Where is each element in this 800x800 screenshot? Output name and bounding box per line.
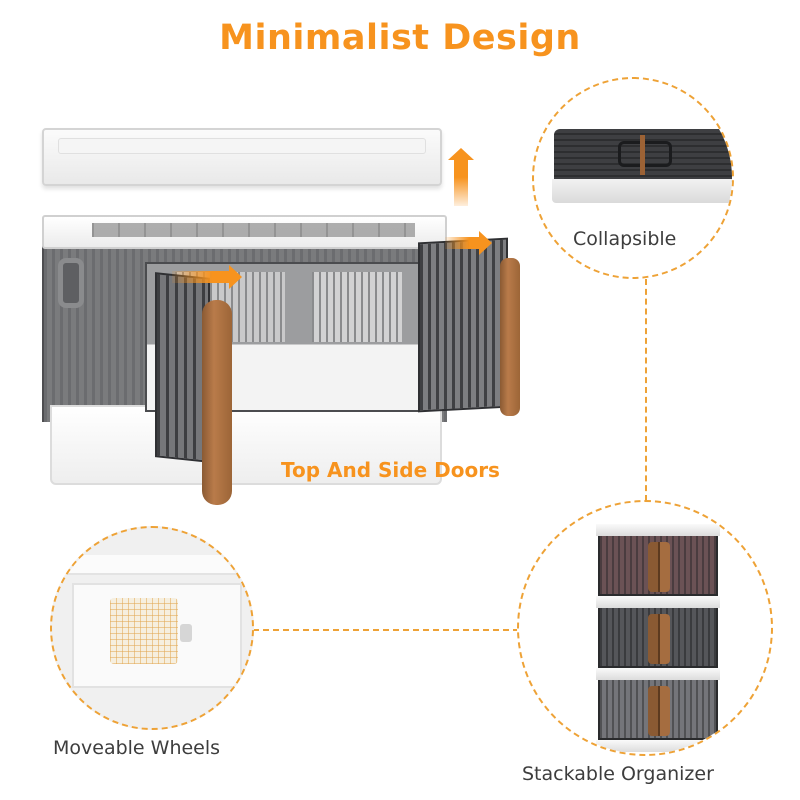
collapsible-label: Collapsible	[573, 228, 677, 250]
wheel-closeup-image	[110, 598, 178, 664]
stack-lid	[596, 524, 720, 536]
collapsed-box-base	[552, 179, 732, 203]
door-handle	[648, 614, 670, 664]
stackable-feature-circle	[517, 500, 773, 756]
moveable-wheels-label: Moveable Wheels	[53, 737, 221, 759]
top-and-side-doors-caption: Top And Side Doors	[281, 458, 500, 482]
storage-box-lid	[42, 128, 442, 186]
dashed-connector-horizontal	[253, 629, 519, 631]
storage-box-rim	[42, 215, 447, 249]
door-handle	[648, 542, 670, 592]
collapsed-box-image	[552, 129, 732, 203]
right-door-hinge	[500, 258, 520, 416]
stacked-boxes-image	[596, 524, 720, 752]
stacked-box-top	[598, 534, 718, 596]
stacked-box-middle	[598, 606, 718, 668]
side-handle	[58, 258, 84, 308]
lid-lift-arrow-up-icon	[448, 148, 474, 206]
stack-separator	[596, 668, 720, 680]
main-product-illustration: Top And Side Doors	[0, 0, 540, 520]
collapsible-feature-circle	[532, 77, 734, 279]
wheels-feature-circle	[50, 526, 254, 730]
collapsed-box-top	[554, 129, 732, 183]
right-side-door	[418, 237, 508, 413]
stackable-organizer-label: Stackable Organizer	[522, 763, 714, 785]
page-title: Minimalist Design	[219, 18, 581, 58]
top-door-arrow-right-icon	[445, 231, 492, 255]
door-handle	[648, 686, 670, 736]
left-door-hinge	[202, 300, 232, 505]
storage-box-base	[50, 405, 442, 485]
stack-base	[596, 740, 720, 752]
stack-separator	[596, 596, 720, 608]
stacked-box-bottom	[598, 678, 718, 740]
wheel-axle	[180, 624, 192, 642]
side-door-arrow-right-icon	[172, 265, 242, 289]
dashed-connector-vertical	[645, 279, 647, 501]
